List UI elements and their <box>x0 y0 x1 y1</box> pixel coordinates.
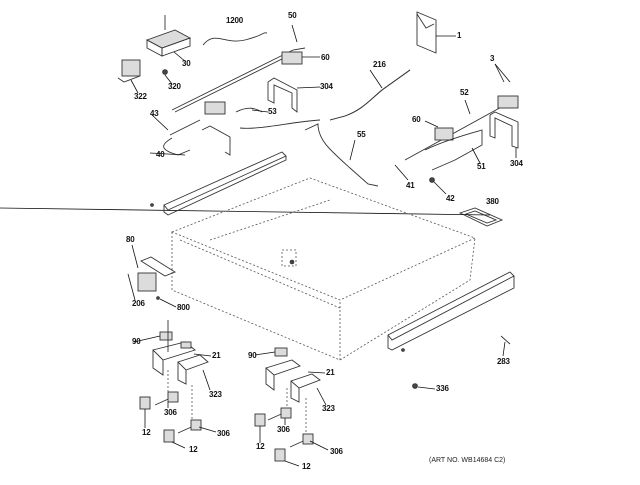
callout-380: 380 <box>486 197 499 206</box>
right-rail-part <box>387 271 515 352</box>
callout-304: 304 <box>510 159 523 168</box>
valve-60-left-part <box>281 51 320 65</box>
tube-50b-part <box>174 51 297 113</box>
callout-3: 3 <box>490 54 495 63</box>
callout-60: 60 <box>321 53 330 62</box>
burner-box-part <box>170 177 477 361</box>
valve-assembly-right-part <box>254 347 329 467</box>
callout-1200: 1200 <box>226 16 243 25</box>
callout-51: 51 <box>477 162 486 171</box>
bracket-mid-part <box>201 125 231 156</box>
callout-12: 12 <box>142 428 151 437</box>
spark-module-part <box>127 244 177 308</box>
callout-306: 306 <box>164 408 177 417</box>
callout-304: 304 <box>320 82 333 91</box>
callout-323: 323 <box>209 390 222 399</box>
manual-sheet-part <box>416 11 456 54</box>
valve-3-part <box>494 63 519 109</box>
callout-80: 80 <box>126 235 135 244</box>
gasket-380-part <box>0 207 504 227</box>
callout-283: 283 <box>497 357 510 366</box>
callout-40: 40 <box>156 150 165 159</box>
callout-90: 90 <box>132 337 141 346</box>
callout-320: 320 <box>168 82 181 91</box>
callout-12: 12 <box>302 462 311 471</box>
callout-306: 306 <box>277 425 290 434</box>
valve-assembly-left-part <box>133 320 217 449</box>
art-number: (ART NO. WB14684 C2) <box>429 457 506 464</box>
callout-336: 336 <box>436 384 449 393</box>
manifold-216-part <box>329 69 411 121</box>
callout-206: 206 <box>132 299 145 308</box>
callout-323: 323 <box>322 404 335 413</box>
valve-cluster-part <box>204 101 269 115</box>
transformer-part <box>117 59 141 94</box>
callout-55: 55 <box>357 130 366 139</box>
callout-52: 52 <box>460 88 469 97</box>
tube-50-part <box>171 47 306 111</box>
wire-harness-part <box>202 32 268 46</box>
callout-306: 306 <box>330 447 343 456</box>
callout-41: 41 <box>406 181 415 190</box>
valve-60-right-part <box>424 120 454 141</box>
callout-306: 306 <box>217 429 230 438</box>
callout-30: 30 <box>182 59 191 68</box>
tube-40-part <box>163 119 201 156</box>
left-rail-part <box>150 151 287 216</box>
screw-336-part <box>412 383 436 390</box>
callout-90: 90 <box>248 351 257 360</box>
callout-12: 12 <box>189 445 198 454</box>
callout-43: 43 <box>150 109 159 118</box>
callout-21: 21 <box>212 351 221 360</box>
callout-12: 12 <box>256 442 265 451</box>
rail-52-part <box>404 104 506 161</box>
manifold-55-part <box>304 123 379 187</box>
control-module-part <box>145 15 192 85</box>
bracket-304-left-part <box>267 77 298 113</box>
bracket-304-right-part <box>489 111 519 149</box>
callout-800: 800 <box>177 303 190 312</box>
callout-216: 216 <box>373 60 386 69</box>
callout-60: 60 <box>412 115 421 124</box>
callout-21: 21 <box>326 368 335 377</box>
bolt-283-part <box>500 335 511 357</box>
callout-42: 42 <box>446 194 455 203</box>
callout-322: 322 <box>134 92 147 101</box>
callout-1: 1 <box>457 31 462 40</box>
tube-51-part <box>424 129 483 171</box>
callout-53: 53 <box>268 107 277 116</box>
callout-50: 50 <box>288 11 297 20</box>
